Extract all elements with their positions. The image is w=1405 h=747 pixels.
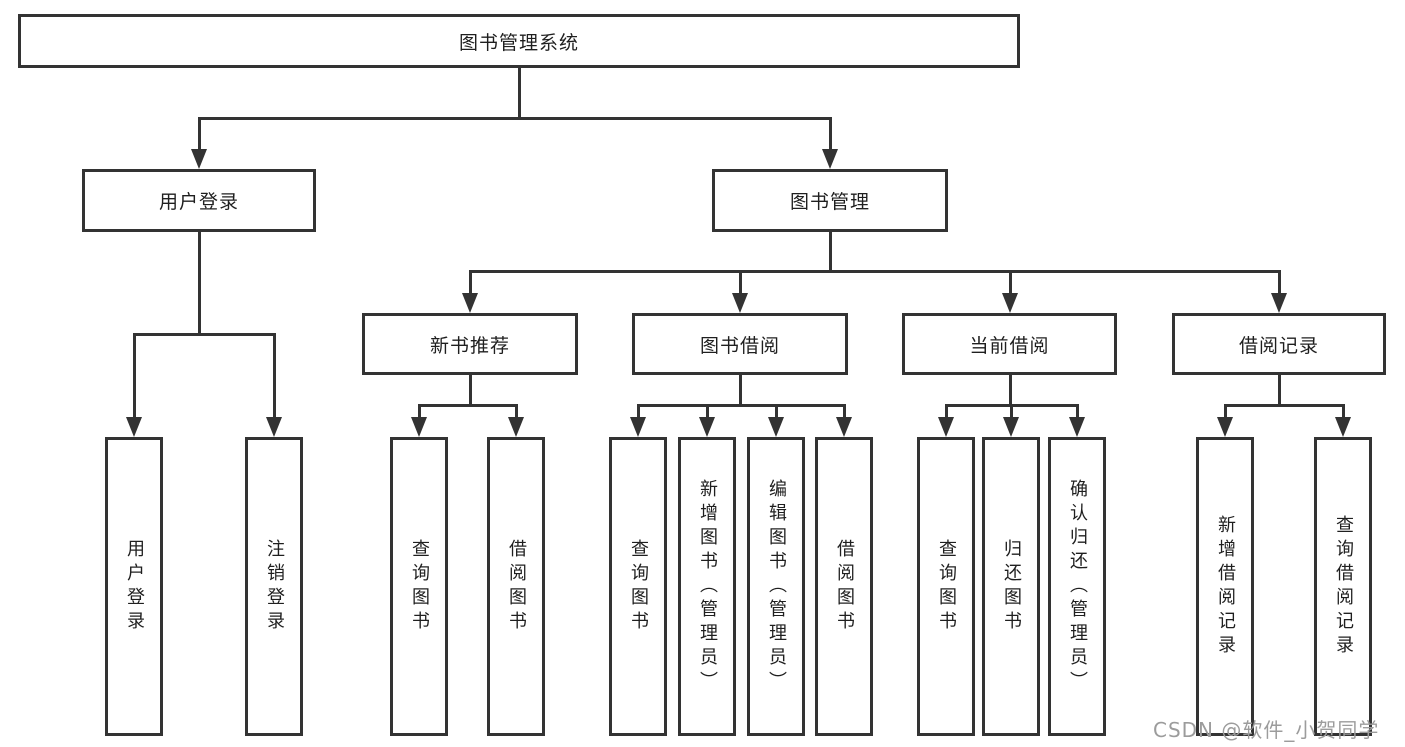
connector-drop-leaf [514, 404, 518, 419]
leaf-borrow-books-recommend: 借阅图书 [487, 437, 545, 736]
arrow-down-icon [126, 417, 142, 437]
node-user-login-label: 用户登录 [158, 191, 239, 213]
arrow-down-icon [732, 293, 748, 313]
node-user-login: 用户登录 [82, 169, 316, 232]
connector-drop-new-book [468, 270, 472, 295]
connector-branch [417, 404, 518, 407]
connector-drop-current-borrow [1008, 270, 1012, 295]
arrow-down-icon [191, 149, 207, 169]
connector-stem [1277, 375, 1281, 406]
connector-stem [468, 375, 472, 406]
leaf-confirm-return-admin: 确认归还（管理员） [1048, 437, 1106, 736]
connector-root-stem [517, 66, 521, 119]
connector-root-branch [197, 117, 832, 120]
leaf-confirm-return-admin-label: 确认归还（管理员） [1067, 478, 1088, 695]
arrow-down-icon [630, 417, 646, 437]
connector-stem [1008, 375, 1012, 406]
leaf-query-books-recommend: 查询图书 [390, 437, 448, 736]
node-book-management: 图书管理 [712, 169, 948, 232]
leaf-query-books-borrow-label: 查询图书 [628, 538, 649, 635]
leaf-add-books-admin-label: 新增图书（管理员） [697, 478, 718, 695]
node-root: 图书管理系统 [18, 14, 1020, 68]
connector-book-management-branch [468, 270, 1281, 273]
leaf-add-borrow-record-label: 新增借阅记录 [1215, 514, 1236, 659]
node-book-management-label: 图书管理 [789, 191, 870, 213]
leaf-user-login: 用户登录 [105, 437, 163, 736]
node-book-borrow-label: 图书借阅 [699, 334, 780, 357]
leaf-borrow-books-recommend-label: 借阅图书 [506, 538, 527, 635]
arrow-down-icon [1335, 417, 1351, 437]
connector-drop-leaf [944, 404, 948, 419]
arrow-down-icon [266, 417, 282, 437]
connector-drop-book-borrow [738, 270, 742, 295]
connector-user-login-stem [197, 232, 201, 334]
arrow-down-icon [1069, 417, 1085, 437]
leaf-return-books-label: 归还图书 [1001, 538, 1022, 635]
leaf-borrow-books-label: 借阅图书 [834, 538, 855, 635]
connector-drop-leaf [272, 332, 276, 419]
connector-drop-borrow-records [1277, 270, 1281, 295]
connector-drop-leaf [1223, 404, 1227, 419]
leaf-logout-label: 注销登录 [264, 538, 285, 635]
connector-drop-user-login [197, 117, 201, 151]
connector-stem [738, 375, 742, 406]
node-book-borrow: 图书借阅 [632, 313, 848, 375]
arrow-down-icon [1002, 293, 1018, 313]
leaf-query-borrow-record: 查询借阅记录 [1314, 437, 1372, 736]
connector-drop-leaf [842, 404, 846, 419]
arrow-down-icon [836, 417, 852, 437]
arrow-down-icon [462, 293, 478, 313]
connector-drop-leaf [636, 404, 640, 419]
arrow-down-icon [1217, 417, 1233, 437]
node-current-borrow: 当前借阅 [902, 313, 1117, 375]
arrow-down-icon [508, 417, 524, 437]
leaf-edit-books-admin: 编辑图书（管理员） [747, 437, 805, 736]
connector-book-management-stem [828, 232, 832, 272]
connector-drop-leaf [774, 404, 778, 419]
connector-drop-leaf [705, 404, 709, 419]
leaf-user-login-label: 用户登录 [124, 538, 145, 635]
watermark: CSDN @软件_小贺同学 [1153, 718, 1380, 742]
arrow-down-icon [411, 417, 427, 437]
connector-user-login-branch [132, 332, 276, 336]
leaf-query-books-borrow: 查询图书 [609, 437, 667, 736]
leaf-query-books-current: 查询图书 [917, 437, 975, 736]
connector-branch [1223, 404, 1345, 407]
node-new-book-recommend: 新书推荐 [362, 313, 578, 375]
connector-drop-leaf [1341, 404, 1345, 419]
node-new-book-recommend-label: 新书推荐 [429, 334, 510, 357]
leaf-edit-books-admin-label: 编辑图书（管理员） [766, 478, 787, 695]
connector-branch [636, 404, 846, 407]
arrow-down-icon [699, 417, 715, 437]
arrow-down-icon [768, 417, 784, 437]
leaf-query-books-recommend-label: 查询图书 [409, 538, 430, 635]
node-current-borrow-label: 当前借阅 [969, 334, 1050, 357]
leaf-logout: 注销登录 [245, 437, 303, 736]
arrow-down-icon [1003, 417, 1019, 437]
connector-drop-leaf [132, 332, 136, 419]
arrow-down-icon [938, 417, 954, 437]
leaf-add-borrow-record: 新增借阅记录 [1196, 437, 1254, 736]
leaf-return-books: 归还图书 [982, 437, 1040, 736]
leaf-query-borrow-record-label: 查询借阅记录 [1333, 514, 1354, 659]
leaf-borrow-books: 借阅图书 [815, 437, 873, 736]
node-borrow-records: 借阅记录 [1172, 313, 1386, 375]
connector-drop-leaf [1075, 404, 1079, 419]
leaf-add-books-admin: 新增图书（管理员） [678, 437, 736, 736]
node-root-label: 图书管理系统 [458, 31, 579, 54]
arrow-down-icon [822, 149, 838, 169]
leaf-query-books-current-label: 查询图书 [936, 538, 957, 635]
connector-drop-leaf [1009, 404, 1013, 419]
connector-drop-book-management [828, 117, 832, 151]
arrow-down-icon [1271, 293, 1287, 313]
node-borrow-records-label: 借阅记录 [1238, 334, 1319, 357]
connector-drop-leaf [417, 404, 421, 419]
